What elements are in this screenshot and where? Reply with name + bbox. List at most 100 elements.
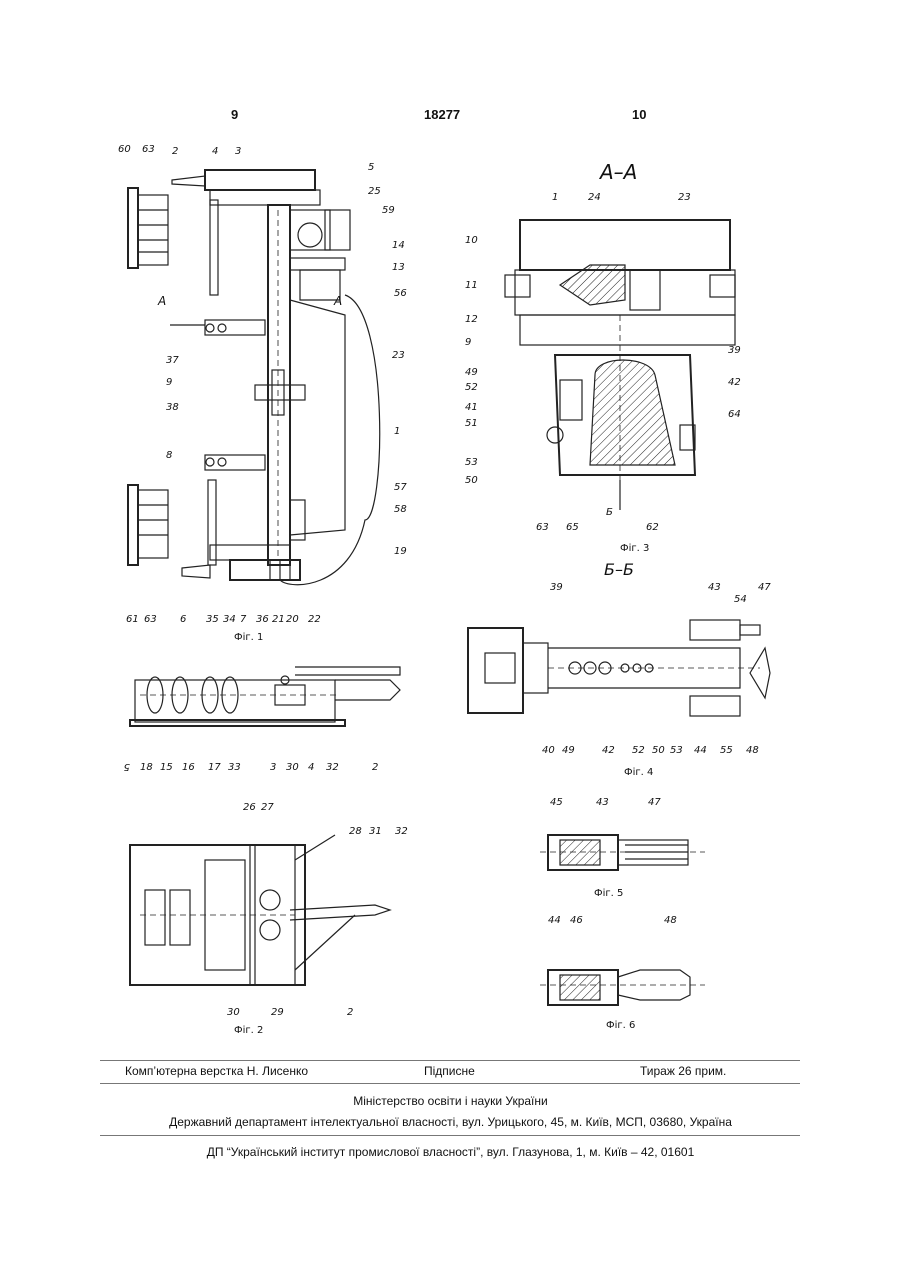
svg-text:39: 39 [550,582,563,593]
svg-text:3: 3 [270,762,276,773]
svg-text:63: 63 [142,144,155,155]
svg-text:62: 62 [646,522,659,533]
page-number-right: 10 [632,107,646,122]
svg-text:9: 9 [166,377,172,388]
svg-text:53: 53 [670,745,683,756]
svg-text:41: 41 [465,402,478,413]
svg-text:64: 64 [728,409,741,420]
svg-text:31: 31 [369,826,382,837]
svg-text:14: 14 [392,240,405,251]
svg-text:2: 2 [372,762,378,773]
figure-5-drawing: 45 43 47 [540,790,710,885]
svg-text:48: 48 [746,745,759,756]
svg-text:52: 52 [632,745,645,756]
footer-rule-top [100,1060,800,1061]
svg-text:47: 47 [648,797,661,808]
svg-text:24: 24 [588,192,601,203]
svg-text:5: 5 [124,761,130,772]
svg-text:22: 22 [308,614,321,625]
svg-text:15: 15 [160,762,173,773]
svg-text:11: 11 [465,280,478,291]
svg-text:25: 25 [368,186,381,197]
svg-text:21: 21 [272,614,285,625]
svg-text:10: 10 [465,235,478,246]
svg-text:26: 26 [243,802,256,813]
svg-text:52: 52 [465,382,478,393]
figure-5-caption: Фіг. 5 [594,888,623,899]
svg-text:A: A [333,294,342,308]
svg-text:3: 3 [235,146,241,157]
svg-text:43: 43 [596,797,609,808]
svg-text:63: 63 [536,522,549,533]
figure-4-drawing: 39435447 404942 525053 445548 [460,578,780,758]
svg-text:18: 18 [140,762,153,773]
svg-text:44: 44 [548,915,561,926]
page-number-left: 9 [231,107,238,122]
svg-text:27: 27 [261,802,274,813]
svg-text:46: 46 [570,915,583,926]
svg-text:12: 12 [465,314,478,325]
svg-text:37: 37 [166,355,179,366]
figure-2-drawing: 262728 3132 30292 [115,790,415,1035]
svg-text:36: 36 [256,614,269,625]
svg-text:Б: Б [606,507,613,518]
svg-text:17: 17 [208,762,221,773]
svg-text:1: 1 [552,192,558,203]
svg-text:30: 30 [227,1007,240,1018]
footer-signed: Підписне [424,1064,475,1078]
footer-ministry: Міністерство освіти і науки України [0,1094,901,1108]
svg-text:40: 40 [542,745,555,756]
svg-text:32: 32 [326,762,339,773]
svg-text:4: 4 [212,146,218,157]
svg-text:44: 44 [694,745,707,756]
svg-text:28: 28 [349,826,362,837]
svg-text:13: 13 [392,262,405,273]
footer-institute: ДП “Український інститут промислової вла… [0,1145,901,1159]
svg-text:19: 19 [394,546,407,557]
svg-text:39: 39 [728,345,741,356]
svg-text:1: 1 [394,426,400,437]
svg-text:49: 49 [562,745,575,756]
svg-text:2: 2 [347,1007,353,1018]
figure-3-caption: Фіг. 3 [620,543,649,554]
svg-text:2: 2 [172,146,178,157]
svg-text:54: 54 [734,594,747,605]
figure-6-caption: Фіг. 6 [606,1020,635,1031]
footer-rule-middle [100,1083,800,1084]
svg-text:49: 49 [465,367,478,378]
figure-3-title: А–А [600,160,637,184]
svg-text:23: 23 [678,192,691,203]
svg-text:42: 42 [728,377,741,388]
figure-2-caption: Фіг. 2 [234,1025,263,1036]
document-number: 18277 [424,107,460,122]
footer-circulation: Тираж 26 прим. [640,1064,726,1078]
svg-text:47: 47 [758,582,771,593]
figure-1-drawing: 60632 435 255914 135623 3791 38857 5819 … [110,140,430,640]
svg-text:48: 48 [664,915,677,926]
figure-6-drawing: 44 46 48 [540,905,710,1020]
svg-text:59: 59 [382,205,395,216]
svg-text:53: 53 [465,457,478,468]
svg-text:43: 43 [708,582,721,593]
svg-text:57: 57 [394,482,407,493]
svg-text:45: 45 [550,797,563,808]
svg-text:9: 9 [465,337,471,348]
figure-4-caption: Фіг. 4 [624,767,653,778]
svg-text:4: 4 [308,762,314,773]
svg-text:5: 5 [368,162,374,173]
svg-text:50: 50 [465,475,478,486]
svg-text:56: 56 [394,288,407,299]
svg-text:58: 58 [394,504,407,515]
svg-text:16: 16 [182,762,195,773]
svg-text:A: A [157,294,166,308]
svg-text:35: 35 [206,614,219,625]
svg-text:30: 30 [286,762,299,773]
svg-text:23: 23 [392,350,405,361]
svg-text:6: 6 [180,614,186,625]
figure-1-caption: Фіг. 1 [234,632,263,643]
svg-text:33: 33 [228,762,241,773]
svg-text:8: 8 [166,450,172,461]
svg-text:63: 63 [144,614,157,625]
svg-text:29: 29 [271,1007,284,1018]
footer-typesetting: Комп’ютерна верстка Н. Лисенко [125,1064,308,1078]
